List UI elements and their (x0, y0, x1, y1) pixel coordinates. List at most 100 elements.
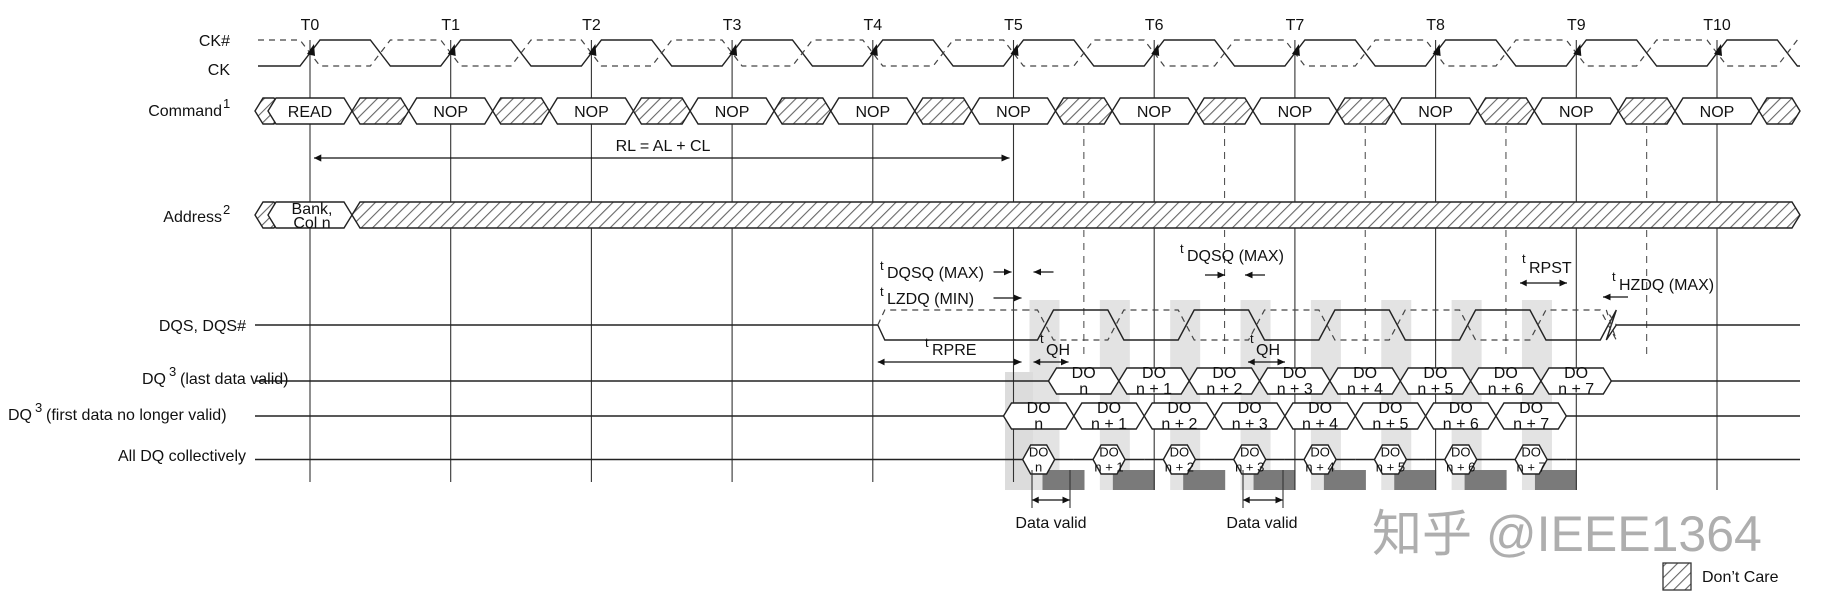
timing-label-dqsq-max-2: DQSQ (MAX) (1187, 248, 1284, 265)
dq-first-word-line2: n + 4 (1302, 416, 1338, 433)
dq-all-word-line2: n + 2 (1165, 460, 1194, 475)
dq-first-word-line1: DO (1167, 400, 1191, 417)
dq-all-word-line2: n (1035, 460, 1042, 475)
signal-label-dq-first-sup: 3 (35, 400, 42, 415)
dq-first-word-line1: DO (1027, 400, 1051, 417)
signal-label-dq-last-text: (last data valid) (180, 371, 289, 388)
clock-edge-arrow (1010, 44, 1019, 56)
timing-label-rpst: RPST (1529, 260, 1572, 277)
command-label: NOP (433, 104, 468, 121)
dq-valid-band (1534, 470, 1577, 490)
data-valid-label-2: Data valid (1226, 515, 1297, 532)
data-valid-label-1: Data valid (1015, 515, 1086, 532)
command-label: NOP (1700, 104, 1735, 121)
dq-first-word-line1: DO (1519, 400, 1543, 417)
command-label: READ (288, 104, 332, 121)
dq-all-word-line2: n + 7 (1516, 460, 1545, 475)
dq-last-word-line2: n + 5 (1417, 381, 1453, 398)
dq-all-word-line1: DO (1381, 445, 1401, 460)
dq-first-lead-band (1005, 372, 1033, 490)
command-dont-care (1617, 97, 1676, 125)
clock-label-t7: T7 (1286, 17, 1305, 34)
dq-valid-band (1323, 470, 1366, 490)
command-label: NOP (1278, 104, 1313, 121)
timing-t-dqsq-2: t (1180, 241, 1184, 256)
signal-label-address: Address (163, 209, 222, 226)
timing-t-qh-1: t (1040, 331, 1044, 346)
clock-label-t5: T5 (1004, 17, 1023, 34)
dqs-n-preamble-high (877, 309, 1024, 326)
dq-last-word-line1: DO (1072, 365, 1096, 382)
timing-label-dqsq-max-1: DQSQ (MAX) (887, 265, 984, 282)
address-value-line1: Bank, (292, 201, 333, 218)
signal-label-dq-last-sup: 3 (169, 364, 176, 379)
dq-last-word-line2: n + 4 (1347, 381, 1383, 398)
clock-label-t1: T1 (441, 17, 460, 34)
dq-last-word-line2: n + 3 (1277, 381, 1313, 398)
dq-all-word-line1: DO (1310, 445, 1330, 460)
command-dont-care (773, 97, 832, 125)
dq-all-word-line2: n + 3 (1235, 460, 1264, 475)
command-dont-care (1476, 97, 1536, 125)
dq-last-word-line2: n (1079, 381, 1088, 398)
clock-label-t2: T2 (582, 17, 601, 34)
dq-all-word-line2: n + 6 (1446, 460, 1475, 475)
clock-edge-arrow (307, 44, 315, 56)
dq-last-word-line2: n + 7 (1558, 381, 1594, 398)
dq-first-word-line1: DO (1449, 400, 1473, 417)
address-dont-care (351, 201, 1801, 229)
clock-edge-arrow (869, 44, 878, 56)
dq-valid-band (1394, 470, 1437, 490)
clock-label-t8: T8 (1426, 17, 1445, 34)
clock-edge-arrow (729, 44, 738, 56)
dq-all-word-line1: DO (1170, 445, 1190, 460)
timing-t-rpst: t (1522, 251, 1526, 266)
signal-label-dqs: DQS, DQS# (159, 318, 246, 335)
address-value-line2: Col n (293, 215, 330, 232)
dq-first-word-line2: n + 6 (1443, 416, 1479, 433)
signal-label-ck: CK (208, 62, 231, 79)
command-label: NOP (996, 104, 1031, 121)
dq-first-word-line1: DO (1238, 400, 1262, 417)
dq-valid-band (1112, 470, 1155, 490)
dq-last-word-line1: DO (1142, 365, 1166, 382)
legend-dont-care-label: Don’t Care (1702, 569, 1779, 586)
command-label: NOP (1418, 104, 1453, 121)
command-label: NOP (855, 104, 890, 121)
signal-label-dq-first: DQ (8, 407, 32, 424)
timing-label-lzdq-min: LZDQ (MIN) (887, 291, 974, 308)
dq-last-word-line1: DO (1564, 365, 1588, 382)
signal-label-dq-all: All DQ collectively (118, 448, 246, 465)
command-dont-care (632, 97, 691, 125)
signal-label-dq-first-text: (first data no longer valid) (46, 407, 227, 424)
command-label: NOP (574, 104, 609, 121)
signal-label-address-sup: 2 (223, 202, 230, 217)
dq-valid-band (1464, 470, 1507, 490)
clock-edge-arrow (1714, 44, 1722, 56)
timing-label-qh-2: QH (1256, 342, 1280, 359)
dq-all-word-line2: n + 1 (1094, 460, 1123, 475)
timing-label-qh-1: QH (1046, 342, 1070, 359)
dq-valid-band (1042, 470, 1085, 490)
dq-first-word-line2: n + 2 (1161, 416, 1197, 433)
timing-t-rpre: t (925, 335, 929, 350)
dq-last-word-line2: n + 2 (1206, 381, 1242, 398)
command-dont-care (913, 97, 973, 125)
dq-last-word-line1: DO (1353, 365, 1377, 382)
command-dont-care (1195, 97, 1254, 125)
dont-care-swatch (1662, 562, 1692, 591)
dq-valid-band (1253, 470, 1296, 490)
dq-last-word-line1: DO (1423, 365, 1447, 382)
command-dont-care (351, 97, 410, 125)
dq-all-word-line1: DO (1099, 445, 1119, 460)
clock-label-t0: T0 (301, 17, 320, 34)
latency-label: RL = AL + CL (616, 138, 711, 155)
command-dont-care (1336, 97, 1395, 125)
command-label: NOP (1137, 104, 1172, 121)
clock-edge-arrow (1291, 44, 1300, 56)
dq-last-word-line1: DO (1494, 365, 1518, 382)
dqs-waveform (1023, 309, 1617, 341)
clock-edge-arrow (588, 44, 597, 56)
signal-label-command-sup: 1 (223, 96, 230, 111)
dq-all-word (1303, 444, 1337, 475)
